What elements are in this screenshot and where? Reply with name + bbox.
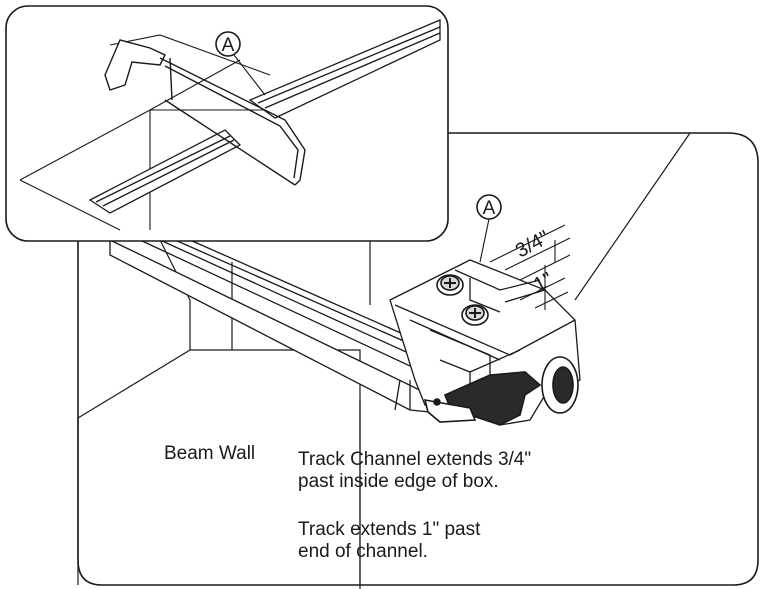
callout-leader-lower: [479, 218, 490, 263]
wheel: [541, 356, 579, 414]
note-track-channel-line2: past inside edge of box.: [298, 471, 499, 492]
callout-leader-upper: [233, 54, 266, 96]
note-track-line1: Track extends 1" past: [298, 519, 481, 540]
screw-lower: [461, 304, 489, 326]
beam-wall-label: Beam Wall: [164, 443, 255, 464]
inset-rail-upper: [248, 19, 441, 119]
dimension-lines: [489, 224, 571, 310]
main-view: [77, 132, 759, 589]
main-view-border: [77, 132, 759, 586]
callout-circle-upper: [215, 31, 241, 57]
callout-label-lower: A: [483, 198, 496, 219]
track-channel: [109, 238, 463, 413]
hacksaw: [104, 39, 306, 186]
screw-upper: [436, 274, 464, 296]
inset-rail-lower: [88, 129, 242, 214]
callout-label-upper: A: [222, 35, 235, 56]
note-track-channel-line1: Track Channel extends 3/4": [298, 449, 531, 470]
beam-wall-edge: [77, 400, 361, 585]
ceiling-diagonal: [574, 132, 691, 301]
note-track-line2: end of channel.: [298, 541, 428, 562]
dimension-label-three-quarter: 3/4": [512, 227, 553, 263]
inset-view: [5, 5, 449, 242]
